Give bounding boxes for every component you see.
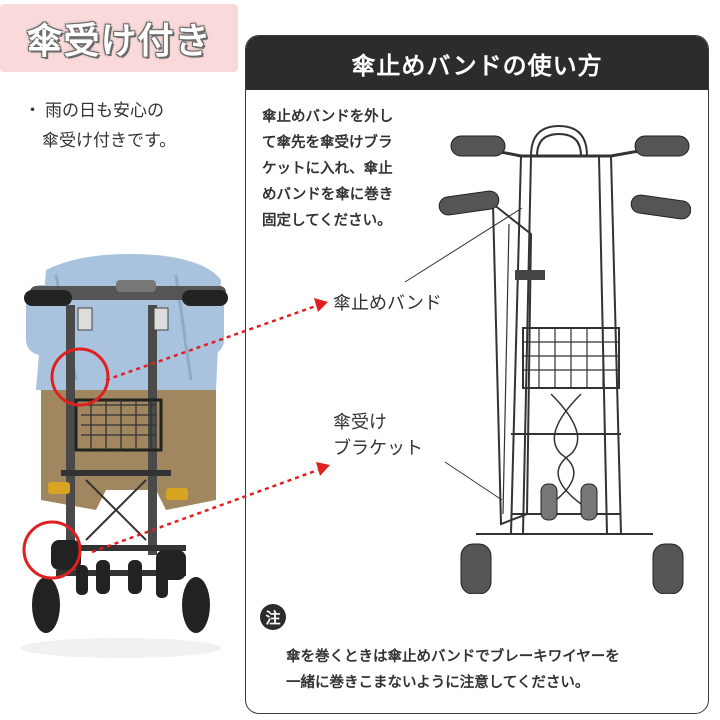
note-line: 一緒に巻きこまないように注意してください。 [286,675,590,691]
description-line-1: 雨の日も安心の [45,101,164,121]
instruction-line: 傘止めバンドを外し [262,109,394,125]
panel-title: 傘止めバンドの使い方 [351,51,603,80]
bracket-label-line: ブラケット [333,438,423,459]
feature-badge: 傘受け付き [0,4,238,72]
instruction-line: めバンドを傘に巻き [262,187,394,203]
usage-panel: 傘止めバンドの使い方 傘止めバンドを外し て傘先を傘受けブラ ケットに入れ、傘止… [245,35,709,714]
bullet: ・ [24,101,41,121]
feature-description: ・雨の日も安心の 傘受け付きです。 [24,96,234,156]
note-line: 傘を巻くときは傘止めバンドでブレーキワイヤーを [286,649,620,665]
note-icon: 注 [260,604,286,630]
bracket-label-line: 傘受け [333,412,387,433]
walker-diagram [438,124,691,594]
instruction-line: 固定してください。 [262,213,392,229]
umbrella-band-label: 傘止めバンド [333,293,442,314]
instruction-line: ケットに入れ、傘止 [262,161,393,177]
instruction-line: て傘先を傘受けブラ [262,135,393,151]
panel-header: 傘止めバンドの使い方 [246,36,708,90]
badge-title: 傘受け付き [26,21,212,62]
umbrella-bracket-label: 傘受け ブラケット [333,410,423,462]
walker-photo [21,254,228,658]
usage-instructions: 傘止めバンドを外し て傘先を傘受けブラ ケットに入れ、傘止 めバンドを傘に巻き … [262,104,432,234]
caution-note: 傘を巻くときは傘止めバンドでブレーキワイヤーを 一緒に巻きこまないように注意して… [286,644,696,696]
description-line-2: 傘受け付きです。 [42,131,177,151]
